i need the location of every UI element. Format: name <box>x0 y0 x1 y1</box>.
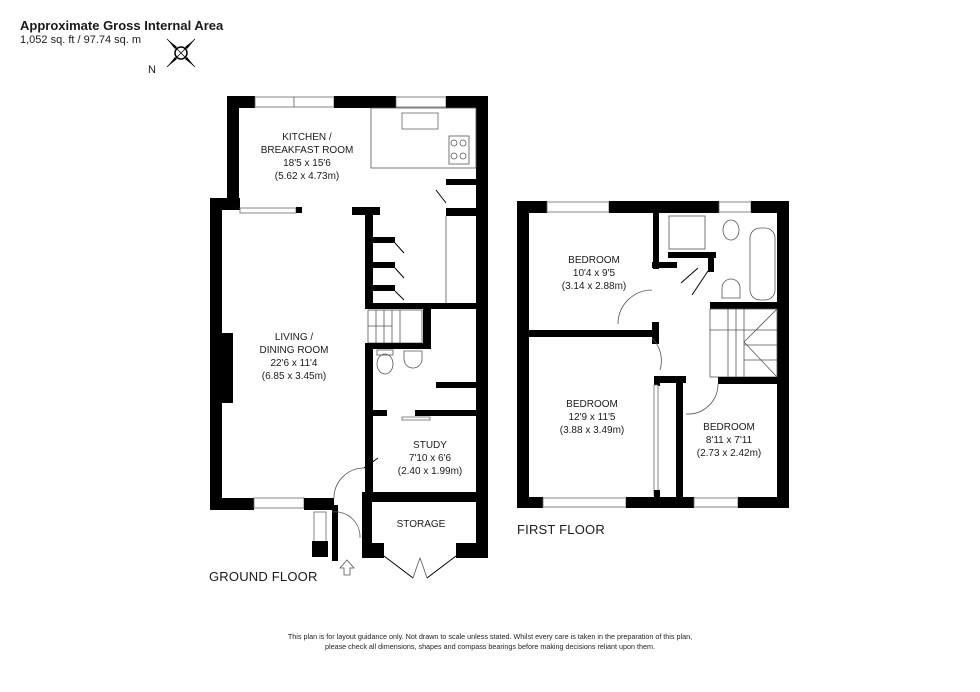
room-dimensions-imperial: 12'9 x 11'5 <box>568 412 616 423</box>
disclaimer: This plan is for layout guidance only. N… <box>0 632 980 652</box>
room-name: STUDY <box>413 440 447 451</box>
room-living-dining: LIVING / DINING ROOM 22'6 x 11'4 (6.85 x… <box>260 331 329 383</box>
room-study: STUDY 7'10 x 6'6 (2.40 x 1.99m) <box>398 439 462 478</box>
room-dimensions-metric: (3.88 x 3.49m) <box>559 425 625 436</box>
room-bedroom-3: BEDROOM 8'11 x 7'11 (2.73 x 2.42m) <box>697 421 761 460</box>
room-name: DINING ROOM <box>259 345 329 356</box>
compass-rose-icon <box>166 38 196 68</box>
room-name: BREAKFAST ROOM <box>260 145 354 156</box>
disclaimer-line-2: please check all dimensions, shapes and … <box>324 642 655 651</box>
room-name: BEDROOM <box>568 255 620 266</box>
compass-north-label: N <box>148 64 156 76</box>
room-name: KITCHEN / <box>282 132 332 143</box>
room-dimensions-imperial: 22'6 x 11'4 <box>270 358 318 369</box>
room-name: BEDROOM <box>566 399 618 410</box>
room-name: LIVING / <box>274 332 314 343</box>
room-kitchen-breakfast: KITCHEN / BREAKFAST ROOM 18'5 x 15'6 (5.… <box>261 131 354 183</box>
room-dimensions-metric: (5.62 x 4.73m) <box>274 171 340 182</box>
ground-floor-label: GROUND FLOOR <box>209 569 318 584</box>
room-dimensions-imperial: 7'10 x 6'6 <box>408 453 452 464</box>
first-floor-plan <box>517 201 789 508</box>
room-dimensions-metric: (6.85 x 3.45m) <box>261 371 327 382</box>
room-storage: STORAGE <box>397 518 446 531</box>
entrance-arrow-icon <box>339 559 355 576</box>
room-bedroom-2: BEDROOM 12'9 x 11'5 (3.88 x 3.49m) <box>560 398 624 437</box>
room-dimensions-imperial: 18'5 x 15'6 <box>283 158 331 169</box>
disclaimer-line-1: This plan is for layout guidance only. N… <box>287 632 693 641</box>
room-dimensions-imperial: 8'11 x 7'11 <box>705 435 753 446</box>
room-dimensions-metric: (2.73 x 2.42m) <box>696 448 762 459</box>
room-dimensions-imperial: 10'4 x 9'5 <box>572 268 616 279</box>
room-bedroom-1: BEDROOM 10'4 x 9'5 (3.14 x 2.88m) <box>562 254 626 293</box>
room-name: BEDROOM <box>703 422 755 433</box>
ground-floor-plan <box>210 96 488 579</box>
first-floor-label: FIRST FLOOR <box>517 522 605 537</box>
room-dimensions-metric: (2.40 x 1.99m) <box>397 466 463 477</box>
room-name: STORAGE <box>396 519 446 530</box>
area-title: Approximate Gross Internal Area <box>20 18 224 33</box>
room-dimensions-metric: (3.14 x 2.88m) <box>561 281 627 292</box>
area-value: 1,052 sq. ft / 97.74 sq. m <box>20 34 142 46</box>
